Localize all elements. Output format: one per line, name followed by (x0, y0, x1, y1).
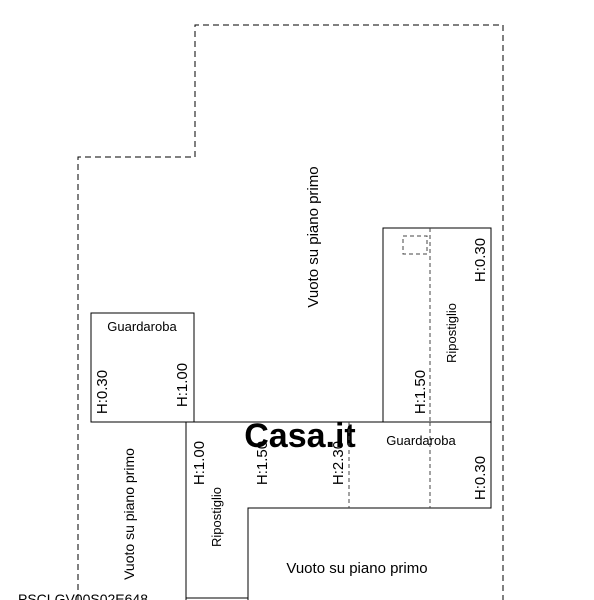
void-label-bottom: Vuoto su piano primo (286, 560, 427, 577)
height-h100-left: H:1.00 (174, 363, 191, 407)
room-label-ripostiglio-lower: Ripostiglio (209, 487, 224, 547)
room-label-guardaroba-right: Guardaroba (386, 433, 456, 448)
height-h100-ripostiglio: H:1.00 (191, 441, 208, 485)
shaft-symbol (402, 235, 428, 255)
height-h030-upper: H:0.30 (472, 238, 489, 282)
room-label-ripostiglio-upper: Ripostiglio (444, 303, 459, 363)
room-label-guardaroba-left: Guardaroba (107, 319, 177, 334)
guardaroba-left-room (90, 312, 195, 423)
outer-boundary (77, 24, 504, 600)
height-h150-upper: H:1.50 (412, 370, 429, 414)
void-label-top: Vuoto su piano primo (305, 166, 322, 307)
void-label-left: Vuoto su piano primo (121, 448, 137, 580)
height-h030-left: H:0.30 (94, 370, 111, 414)
height-h150-mid: H:1.50 (254, 441, 271, 485)
watermark-text: Casa.it (244, 417, 356, 455)
lower-corridor-outline (186, 421, 492, 600)
cadastral-code: PSCLGV00S02E648 (18, 591, 148, 600)
height-h030-lower: H:0.30 (472, 456, 489, 500)
height-h230-mid: H:2.30 (330, 441, 347, 485)
